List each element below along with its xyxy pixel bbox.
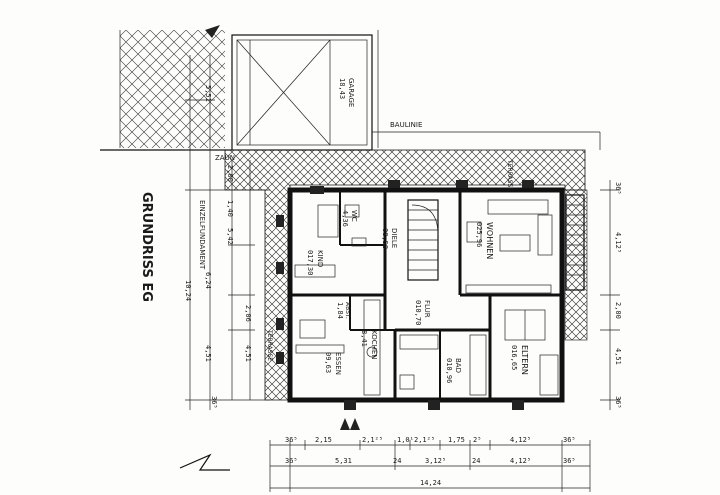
room-kind-area: 017,30 xyxy=(306,250,314,275)
dim-bottom-r2-2: 5,31 xyxy=(335,457,352,465)
dim-bottom-r2-6: 4,12⁵ xyxy=(510,457,531,465)
dim-left-total: 10,24 xyxy=(184,280,192,301)
dim-bottom-7: 2⁵ xyxy=(473,436,481,444)
staircase xyxy=(407,199,439,281)
dim-right-2: 4,12⁵ xyxy=(614,232,622,253)
dim-bottom-r2-7: 36⁵ xyxy=(563,457,576,465)
garage-outline xyxy=(231,34,373,151)
bath-cabinet xyxy=(469,334,487,396)
room-wohnen-area: 025,96 xyxy=(475,222,483,247)
interior-walls xyxy=(290,190,562,400)
sofa xyxy=(487,199,549,215)
dim-left-segment: 6,24 xyxy=(204,272,212,289)
room-eltern-name: ELTERN xyxy=(520,345,529,375)
windows xyxy=(276,180,534,410)
dim-bottom-5: 2,1²⁵ xyxy=(414,436,435,444)
terrasse-left-label: TERRASSE xyxy=(266,329,273,361)
room-bad-name: BAD xyxy=(454,358,462,373)
room-kind-name: KIND xyxy=(316,250,324,267)
north-arrow xyxy=(179,25,230,471)
room-flur-name: FLUR xyxy=(423,300,431,318)
dim-right-5: 36⁵ xyxy=(614,396,622,409)
room-kochen-name: KOCHEN xyxy=(370,330,378,360)
wc-basin xyxy=(351,237,367,247)
room-wc-area: 4,36 xyxy=(341,210,349,227)
drawing-title: GRUNDRISS EG xyxy=(139,192,154,302)
dim-bottom-9: 36⁵ xyxy=(563,436,576,444)
bathtub xyxy=(399,334,439,350)
dim-left-6: 2,06 xyxy=(244,305,252,322)
left-dimension-chain xyxy=(185,55,270,410)
room-abst-area: 1,84 xyxy=(336,302,344,319)
wardrobe xyxy=(539,354,559,396)
dim-left-5: 5,42 xyxy=(226,228,234,245)
dim-bottom-1: 36⁵ xyxy=(285,436,298,444)
dim-left-8: 36⁵ xyxy=(210,396,218,409)
section-marker xyxy=(340,418,360,430)
baulinie-label: BAULINIE xyxy=(390,121,422,129)
einzelfundament-label: EINZELFUNDAMENT xyxy=(198,200,206,270)
dim-bottom-2: 2,15 xyxy=(315,436,332,444)
room-essen-name: ESSEN xyxy=(334,352,342,375)
bottom-dimension-chain xyxy=(269,440,591,492)
sideboard xyxy=(465,284,552,294)
room-diele-name: DIELE xyxy=(390,228,398,248)
room-essen-area: 09,63 xyxy=(324,352,332,373)
dim-left-2: 4,51 xyxy=(204,345,212,362)
wc-toilet xyxy=(344,204,360,218)
dim-bottom-total: 14,24 xyxy=(420,479,441,487)
dim-bottom-6: 1,75 xyxy=(448,436,465,444)
bath-toilet xyxy=(399,374,415,390)
desk-kind xyxy=(294,264,336,278)
terrasse-top-label: TERRASSE xyxy=(506,159,513,191)
dim-bottom-r2-1: 36⁵ xyxy=(285,457,298,465)
dim-right-1: 36⁵ xyxy=(614,182,622,195)
dim-right-4: 4,51 xyxy=(614,348,622,365)
room-wohnen-name: WOHNEN xyxy=(485,222,494,259)
dim-bottom-3: 2,1²⁵ xyxy=(362,436,383,444)
dim-left-7: 4,51 xyxy=(244,345,252,362)
garden-hatch-top-left xyxy=(120,30,225,148)
right-dimension-chain xyxy=(600,180,620,410)
garage-name: GARAGE xyxy=(347,78,355,107)
dim-bottom-r2-5: 24 xyxy=(472,457,480,465)
room-kochen-area: 8,41 xyxy=(360,330,368,347)
room-bad-area: 010,96 xyxy=(445,358,453,383)
dim-left-4: 1,40 xyxy=(226,200,234,217)
dim-left-1: 5,51 xyxy=(204,85,212,102)
dim-bottom-4: 1,0¹ xyxy=(397,436,414,444)
dim-bottom-r2-4: 3,12⁵ xyxy=(425,457,446,465)
dim-right-3: 2,00 xyxy=(614,302,622,319)
kitchen-counter xyxy=(363,299,381,396)
dim-bottom-r2-3: 24 xyxy=(393,457,401,465)
terrace-steps xyxy=(565,194,585,291)
room-flur-area: 010,70 xyxy=(414,300,422,325)
coffee-table xyxy=(499,234,531,252)
dim-left-3: 2,00 xyxy=(226,165,234,182)
room-abst-name: ABST. xyxy=(344,302,351,319)
garage-area: 18,43 xyxy=(338,78,346,99)
bed-kind xyxy=(317,204,339,238)
zaun-label: ZAUN xyxy=(215,154,235,162)
room-diele-area: 08,58 xyxy=(381,228,389,249)
dim-bottom-8: 4,12⁵ xyxy=(510,436,531,444)
room-eltern-area: 016,65 xyxy=(510,345,518,370)
room-wc-name: WC xyxy=(350,210,358,222)
dining-table xyxy=(299,319,326,339)
